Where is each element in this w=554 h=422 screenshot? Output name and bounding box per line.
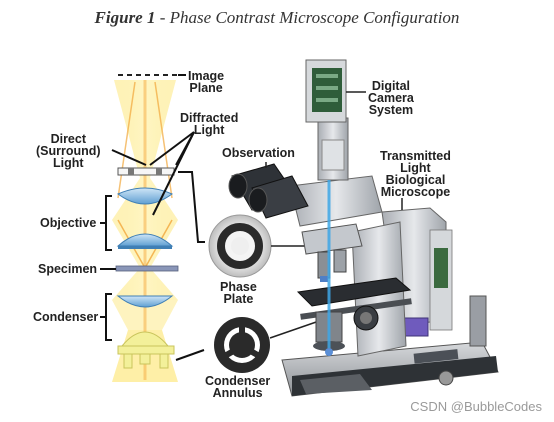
label-observation: Observation [222,146,295,160]
objective-bracket [105,195,112,251]
label-objective: Objective [40,216,97,230]
figure-number: Figure 1 [94,8,156,27]
phase-plate-slab [117,167,175,176]
condenser-lens [116,295,174,308]
condenser-bracket [105,293,112,341]
objective-lens-bottom [116,233,174,247]
label-condenser-annulus: Condenser Annulus [205,374,271,400]
watermark: CSDN @BubbleCodes [410,399,542,414]
label-image-plane: Image Plane [188,69,225,95]
right-pointers [265,91,403,210]
figure-title: Figure 1 - Phase Contrast Microscope Con… [0,8,554,28]
label-condenser: Condenser [33,310,99,324]
condenser-annulus-icon [214,317,270,373]
microscope-icon [228,59,499,397]
objective-lens-top [117,187,173,205]
label-brackets [100,74,205,361]
figure-title-text: Phase Contrast Microscope Configuration [169,8,460,27]
phase-plate-icon [208,214,272,278]
phase-plate-bracket [178,171,205,243]
camera-icon [305,59,347,123]
label-specimen: Specimen [38,262,98,276]
eyepiece-icon [228,163,309,219]
label-diffracted-light: Diffracted Light [180,111,239,137]
specimen-slide [115,265,179,272]
light-path [112,74,179,382]
label-digital-camera: Digital Camera System [368,79,414,117]
label-microscope: Transmitted Light Biological Microscope [380,149,451,199]
title-separator: - [155,8,170,27]
label-direct-light: Direct (Surround) Light [36,132,101,170]
label-phase-plate: Phase Plate [220,280,257,306]
